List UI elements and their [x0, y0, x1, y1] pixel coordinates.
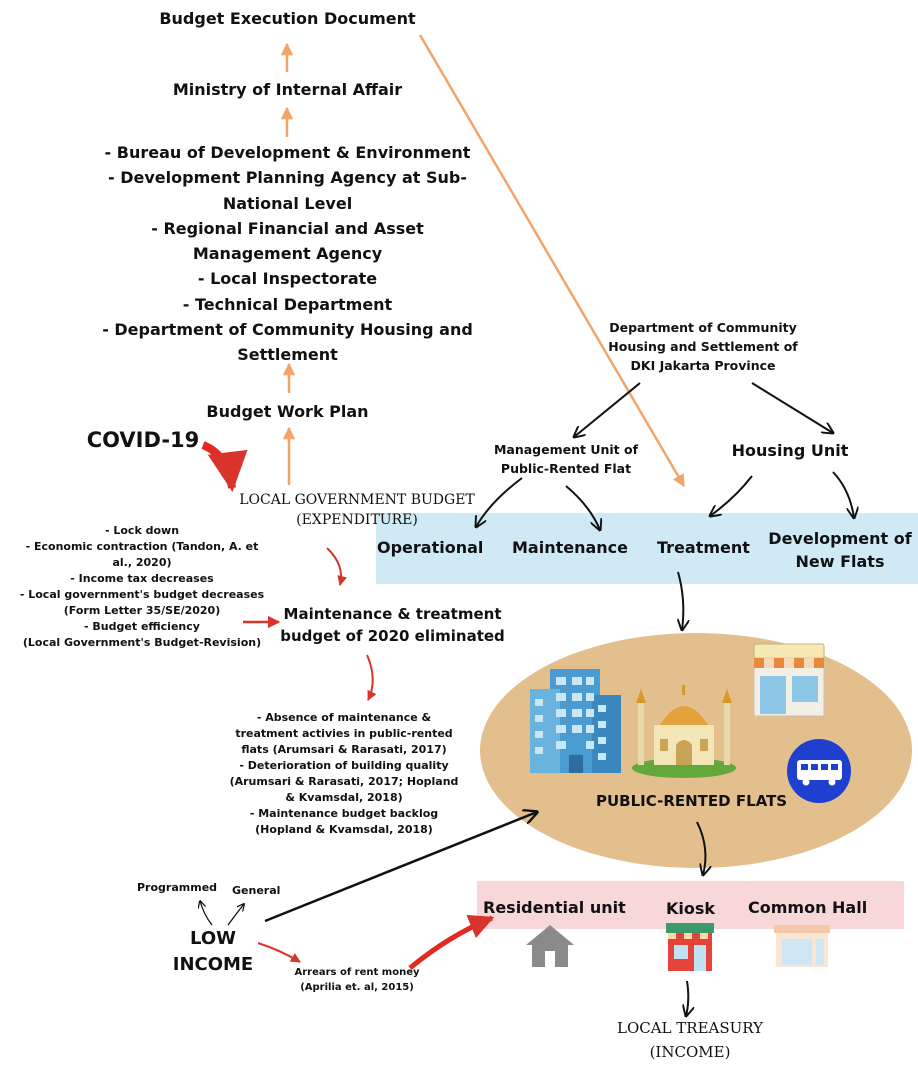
bus-icon [787, 739, 851, 803]
consequence-line: - Maintenance budget backlog [249, 807, 439, 820]
treatment-label: Treatment [657, 538, 750, 557]
arrears-line: Arrears of rent money [294, 967, 420, 978]
low-income-line: LOW [190, 928, 236, 949]
shop-icon [753, 643, 825, 717]
local-treasury-label: LOCAL TREASURY (INCOME) [580, 1016, 800, 1064]
agency-line: - Regional Financial and Asset [151, 218, 424, 238]
agency-line: - Bureau of Development & Environment [104, 143, 471, 162]
covid-label: COVID-19 [86, 428, 200, 452]
arrow-housing-to-development [832, 471, 854, 518]
eliminated-line: budget of 2020 eliminated [280, 627, 505, 645]
arrow-lowincome-to-programmed [200, 901, 213, 926]
low-income-label: LOW INCOME [168, 926, 258, 978]
management-line: Public-Rented Flat [500, 461, 632, 476]
consequences-list: - Absence of maintenance & treatment act… [208, 710, 480, 838]
agency-line: - Local Inspectorate [197, 269, 378, 289]
facilities-band [477, 881, 904, 929]
covid-impacts-list: - Lock down - Economic contraction (Tand… [0, 523, 284, 651]
impact-line: - Lock down [104, 524, 180, 537]
maintenance-label: Maintenance [512, 538, 629, 557]
hall-icon [774, 925, 830, 967]
arrow-budget-to-eliminated [326, 547, 348, 586]
department-line: Housing and Settlement of [608, 339, 798, 354]
impact-line: (Local Government's Budget-Revision) [22, 636, 262, 649]
kiosk-icon [666, 923, 714, 971]
department-line: Department of Community [609, 320, 797, 335]
kiosk-label: Kiosk [666, 899, 716, 918]
programmed-label: Programmed [137, 881, 218, 894]
impact-line: - Local government's budget decreases [19, 588, 265, 601]
operational-label: Operational [377, 538, 484, 557]
housing-unit-label: Housing Unit [731, 441, 849, 460]
consequence-line: (Arumsari & Rarasati, 2017; Hopland [229, 775, 459, 788]
treasury-line: (INCOME) [649, 1043, 731, 1061]
activities-band [376, 513, 918, 584]
agency-line: - Development Planning Agency at Sub- [108, 168, 467, 188]
department-label: Department of Community Housing and Sett… [588, 318, 818, 375]
consequence-line: - Deterioration of building quality [239, 759, 449, 772]
eliminated-budget-label: Maintenance & treatment budget of 2020 e… [280, 603, 505, 647]
development-line: Development of [768, 529, 912, 548]
general-label: General [232, 884, 281, 897]
consequence-line: & Kvamsdal, 2018) [285, 791, 403, 804]
arrow-housing-to-treatment [710, 475, 753, 516]
common-hall-label: Common Hall [748, 898, 868, 917]
consequence-line: - Absence of maintenance & [256, 711, 432, 724]
residential-unit-label: Residential unit [483, 898, 626, 917]
local-budget-line: LOCAL GOVERNMENT BUDGET [239, 492, 475, 508]
arrow-department-to-management [574, 382, 641, 437]
development-label: Development of New Flats [762, 527, 918, 573]
agency-line: Settlement [237, 345, 338, 365]
impact-line: - Income tax decreases [70, 572, 214, 585]
low-income-line: INCOME [172, 954, 254, 975]
arrears-label: Arrears of rent money (Aprilia et. al, 2… [282, 965, 432, 995]
management-unit-label: Management Unit of Public-Rented Flat [476, 440, 656, 478]
arrow-lowincome-to-arrears [257, 942, 301, 963]
consequence-line: treatment activies in public-rented [235, 727, 453, 740]
agency-line: Management Agency [192, 244, 383, 264]
impact-line: (Form Letter 35/SE/2020) [63, 604, 221, 617]
local-budget-line: (EXPENDITURE) [296, 512, 418, 528]
agencies-list: - Bureau of Development & Environment - … [80, 140, 495, 368]
public-rented-flats-label: PUBLIC-RENTED FLATS [596, 792, 788, 810]
arrow-lowincome-to-general [227, 904, 244, 926]
arrow-kiosk-to-treasury [686, 980, 688, 1016]
arrears-line: (Aprilia et. al, 2015) [300, 982, 414, 993]
house-icon [526, 925, 574, 967]
ministry-label: Ministry of Internal Affair [172, 80, 403, 99]
agency-line: - Technical Department [182, 294, 393, 314]
impact-line: al., 2020) [112, 556, 172, 569]
building-icon [530, 669, 621, 773]
budget-work-plan-label: Budget Work Plan [206, 402, 369, 421]
management-line: Management Unit of [493, 442, 639, 457]
arrow-eliminated-to-consequences [366, 654, 377, 701]
eliminated-line: Maintenance & treatment [283, 605, 502, 623]
impact-line: - Budget efficiency [84, 620, 200, 633]
treasury-line: LOCAL TREASURY [616, 1019, 764, 1037]
budget-execution-title: Budget Execution Document [159, 9, 416, 28]
impact-line: - Economic contraction (Tandon, A. et [25, 540, 259, 553]
agency-line: - Department of Community Housing and [102, 320, 473, 340]
consequence-line: flats (Arumsari & Rarasati, 2017) [241, 743, 447, 756]
local-budget-label: LOCAL GOVERNMENT BUDGET (EXPENDITURE) [222, 490, 492, 530]
arrow-department-to-housing [751, 382, 833, 433]
consequence-line: (Hopland & Kvamsdal, 2018) [255, 823, 433, 836]
development-line: New Flats [795, 552, 885, 571]
agency-line: National Level [222, 193, 353, 213]
mosque-icon [632, 685, 736, 778]
department-line: DKI Jakarta Province [630, 358, 776, 373]
